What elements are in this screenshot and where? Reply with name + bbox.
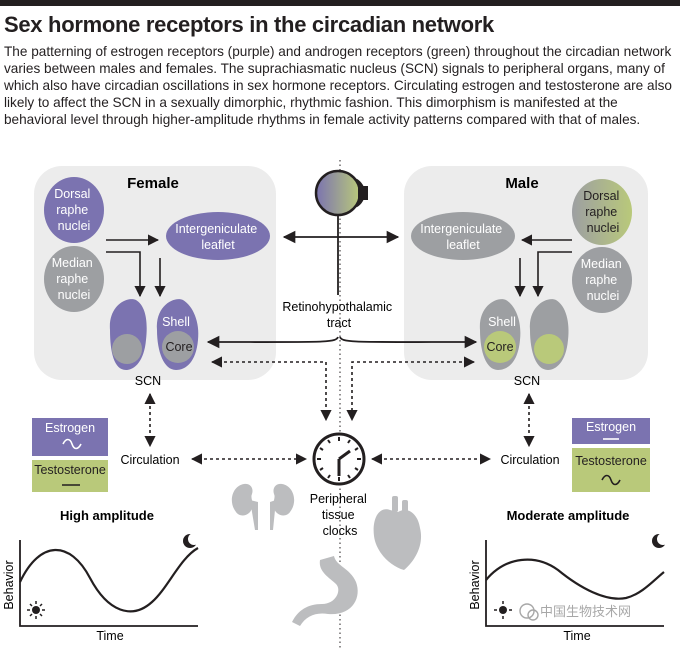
clock-icon <box>312 432 366 486</box>
female-dorsal-raphe-node <box>44 177 104 243</box>
male-testosterone-box <box>572 448 650 492</box>
watermark-text: 中国生物技术网 <box>540 604 631 619</box>
male-core-label: Core <box>486 340 513 354</box>
female-testosterone-box <box>32 460 108 492</box>
tract-label: Retinohypothalamic tract <box>282 300 395 330</box>
male-plot-axes <box>485 540 664 627</box>
female-circulation-label: Circulation <box>120 453 179 467</box>
tract-to-female-scn-arrow <box>206 335 339 349</box>
female-core-label: Core <box>165 340 192 354</box>
stomach-icon <box>292 556 358 626</box>
male-shell-label: Shell <box>488 315 516 329</box>
female-estrogen-wave-icon <box>62 438 82 450</box>
male-dorsal-raphe-node <box>572 179 632 245</box>
female-plot-axes <box>19 540 198 627</box>
male-plot-title: Moderate amplitude <box>507 508 630 523</box>
sun-icon <box>494 601 512 619</box>
kidneys-icon <box>231 483 295 530</box>
male-heading: Male <box>505 175 538 192</box>
female-testosterone-label: Testosterone <box>34 463 106 477</box>
male-estrogen-label: Estrogen <box>586 420 636 434</box>
female-plot-ylabel: Behavior <box>2 560 16 609</box>
male-behavior-curve <box>485 558 665 600</box>
sun-icon <box>27 601 45 619</box>
female-scn-left-core <box>112 334 142 364</box>
female-igl-label: Intergeniculate leaflet <box>175 222 261 252</box>
male-igl-label: Intergeniculate leaflet <box>420 222 506 252</box>
female-scn-right-core <box>162 331 194 363</box>
male-median-raphe-node <box>572 247 632 313</box>
female-plot-xlabel: Time <box>96 629 123 643</box>
top-rule <box>0 0 680 6</box>
male-scn-left-core <box>484 331 516 363</box>
male-scn-to-clock-arrow <box>346 356 476 422</box>
female-scn-label: SCN <box>135 374 161 388</box>
figure-caption: The patterning of estrogen receptors (pu… <box>4 44 672 127</box>
male-testosterone-label: Testosterone <box>575 454 647 468</box>
female-median-to-scn-arrow <box>106 251 146 298</box>
male-testosterone-wave-icon <box>601 474 621 486</box>
female-estrogen-label: Estrogen <box>45 421 95 435</box>
figure-title: Sex hormone receptors in the circadian n… <box>4 12 494 37</box>
female-behavior-curve <box>19 547 199 613</box>
eye-icon <box>314 169 368 217</box>
peripheral-clocks-label: Peripheral tissue clocks <box>310 492 370 538</box>
female-igl-node <box>166 212 270 260</box>
female-median-raphe-label: Median raphe nuclei <box>52 256 96 302</box>
male-median-to-scn-arrow <box>532 251 572 298</box>
watermark: 中国生物技术网 <box>519 603 631 621</box>
male-circulation-label: Circulation <box>500 453 559 467</box>
male-plot-xlabel: Time <box>563 629 590 643</box>
female-scn-to-clock-arrow <box>210 356 332 422</box>
male-scn-label: SCN <box>514 374 540 388</box>
male-igl-node <box>411 212 515 260</box>
male-scn-right-core <box>534 334 564 364</box>
female-median-raphe-node <box>44 246 104 312</box>
female-heading: Female <box>127 175 179 192</box>
male-median-raphe-label: Median raphe nuclei <box>581 257 625 303</box>
moon-icon <box>183 533 200 548</box>
female-estrogen-box <box>32 418 108 456</box>
male-dorsal-raphe-label: Dorsal raphe nuclei <box>583 189 623 235</box>
female-shell-label: Shell <box>162 315 190 329</box>
heart-icon <box>373 496 422 570</box>
female-dorsal-raphe-label: Dorsal raphe nuclei <box>54 187 94 233</box>
male-plot-ylabel: Behavior <box>468 560 482 609</box>
tract-to-male-scn-arrow <box>339 335 478 349</box>
female-plot-title: High amplitude <box>60 508 154 523</box>
moon-icon <box>652 533 669 548</box>
